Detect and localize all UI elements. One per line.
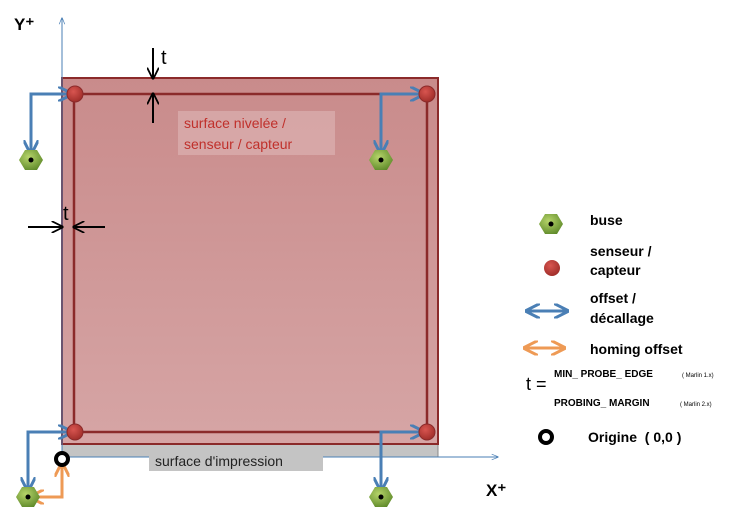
- print-surface-label: surface d'impression: [155, 453, 283, 469]
- leveled-surface-label: surface nivelée /: [184, 115, 286, 131]
- nozzle-markers: [16, 150, 393, 507]
- legend-sensor-2: capteur: [590, 262, 641, 278]
- t-label-left: t: [63, 203, 69, 225]
- sensor-icon: [544, 260, 560, 276]
- probe-area: [72, 92, 429, 434]
- legend-offset-2: décallage: [590, 310, 654, 326]
- legend-t: t =: [526, 374, 547, 394]
- sensor-markers: [66, 85, 436, 441]
- t-label-top: t: [161, 47, 167, 69]
- y-axis-label: Y⁺: [14, 15, 34, 34]
- nozzle-icon: [539, 214, 563, 234]
- homing-offset-arrow: [32, 465, 62, 497]
- legend: buse senseur / capteur offset / décallag…: [526, 212, 714, 445]
- origin-icon: [538, 429, 554, 445]
- leveled-surface-label-2: senseur / capteur: [184, 136, 293, 152]
- legend-homing: homing offset: [590, 341, 683, 357]
- legend-marlin1-note: ( Marlin 1.x): [682, 373, 714, 379]
- legend-offset: offset /: [590, 290, 636, 306]
- legend-nozzle: buse: [590, 212, 623, 228]
- x-axis-label: X⁺: [486, 481, 506, 500]
- legend-marlin2: PROBING_ MARGIN: [554, 398, 650, 409]
- offset-arrows: [28, 94, 422, 489]
- legend-sensor: senseur /: [590, 243, 652, 259]
- legend-marlin1: MIN_ PROBE_ EDGE: [554, 369, 653, 380]
- origin-marker: [54, 451, 70, 467]
- legend-origin: Origine ( 0,0 ): [588, 429, 681, 445]
- legend-marlin2-note: ( Marlin 2.x): [680, 402, 712, 408]
